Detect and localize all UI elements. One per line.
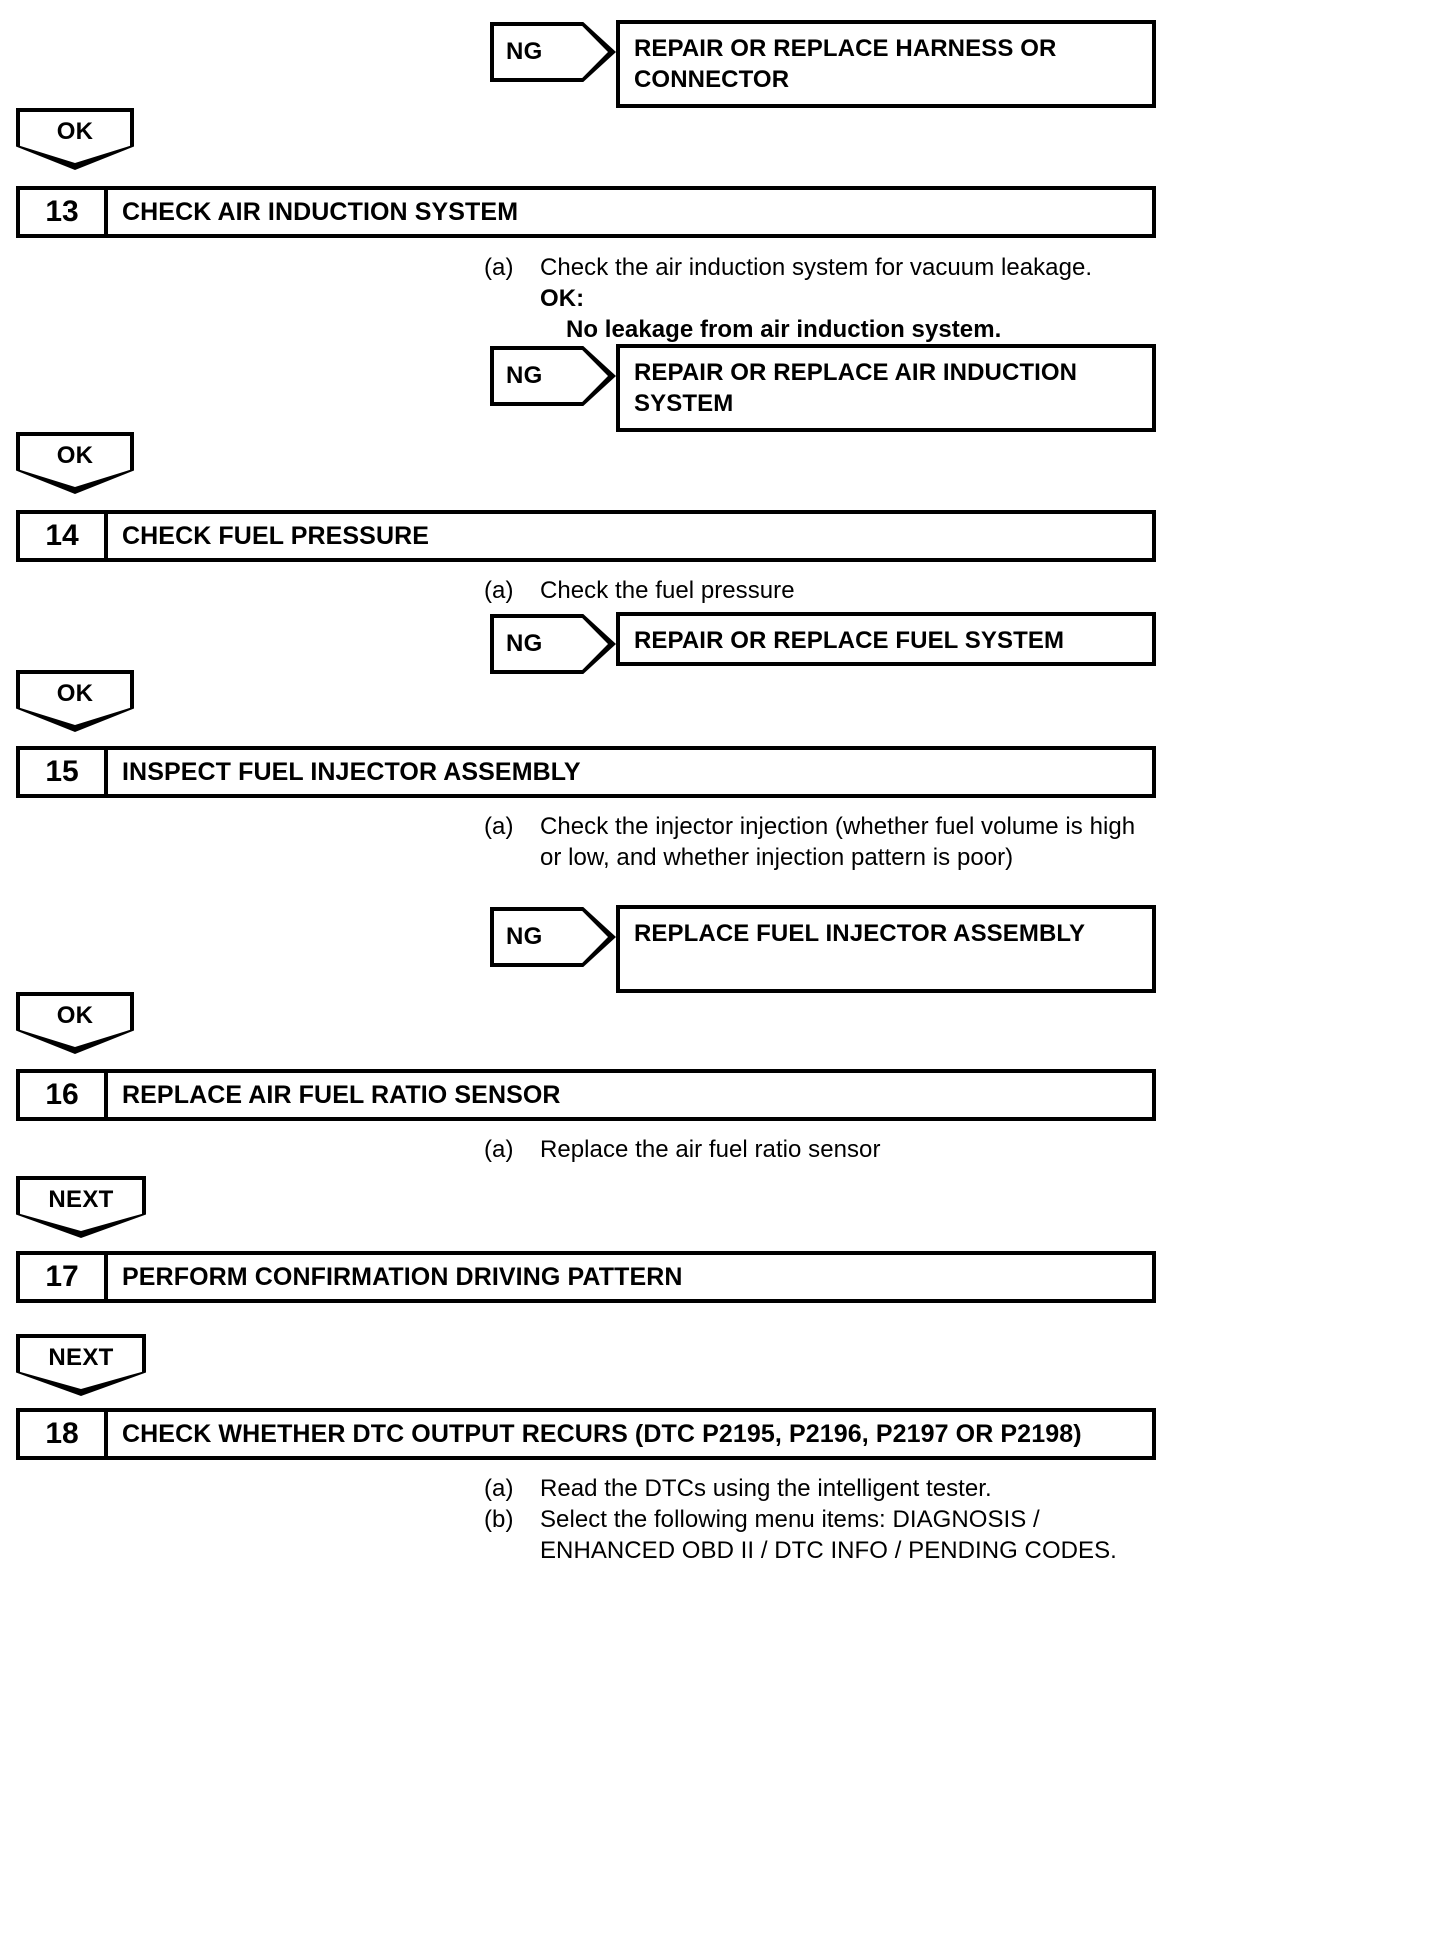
instruction-text-line-2: or low, and whether injection pattern is… xyxy=(540,844,1014,872)
step-17-title: PERFORM CONFIRMATION DRIVING PATTERN xyxy=(122,1262,683,1291)
instruction-marker-a: (a) xyxy=(484,1475,514,1502)
step-18-instructions: (a) Read the DTCs using the intelligent … xyxy=(484,1473,1184,1567)
instruction-marker-b: (b) xyxy=(484,1506,514,1534)
ok-tag-label: OK xyxy=(56,1002,94,1029)
instruction-text: Replace the air fuel ratio sensor xyxy=(540,1136,881,1163)
result-line-2: CONNECTOR xyxy=(634,65,790,93)
next-tag-label: NEXT xyxy=(48,1186,114,1213)
instruction-marker: (a) xyxy=(484,813,514,840)
instruction-row-a: (a) Check the injector injection (whethe… xyxy=(484,811,1184,842)
instruction-row-a: (a) Read the DTCs using the intelligent … xyxy=(484,1473,1184,1504)
instruction-marker: (a) xyxy=(484,254,514,281)
instruction-text-b-line-1: Select the following menu items: DIAGNOS… xyxy=(540,1506,1040,1534)
ok-tag-label: OK xyxy=(56,680,94,707)
result-box-repair-air-induction: REPAIR OR REPLACE AIR INDUCTION SYSTEM xyxy=(616,344,1156,432)
instruction-text: Check the air induction system for vacuu… xyxy=(540,254,1093,281)
ok-criteria-value: No leakage from air induction system. xyxy=(566,316,1002,344)
result-line-1: REPAIR OR REPLACE AIR INDUCTION xyxy=(634,359,1078,386)
step-16-instructions: (a) Replace the air fuel ratio sensor xyxy=(484,1134,1184,1165)
ng-tag-step15: NG xyxy=(490,907,616,967)
ng-tag-label: NG xyxy=(506,630,543,657)
ok-tag-label: OK xyxy=(56,442,94,469)
instruction-row-b: (b) Select the following menu items: DIA… xyxy=(484,1504,1184,1535)
instruction-row-a-cont: or low, and whether injection pattern is… xyxy=(484,842,1184,873)
step-15-number: 15 xyxy=(20,750,108,794)
step-13-number: 13 xyxy=(20,190,108,234)
step-14-title: CHECK FUEL PRESSURE xyxy=(122,521,430,550)
ok-tag-to-step16: OK xyxy=(16,992,134,1054)
step-15-instructions: (a) Check the injector injection (whethe… xyxy=(484,811,1184,873)
result-line-2: SYSTEM xyxy=(634,389,734,417)
result-box-repair-harness: REPAIR OR REPLACE HARNESS OR CONNECTOR xyxy=(616,20,1156,108)
ok-tag-to-step13: OK xyxy=(16,108,134,170)
ok-tag-to-step15: OK xyxy=(16,670,134,732)
ng-tag-step14: NG xyxy=(490,614,616,674)
instruction-marker: (a) xyxy=(484,1136,514,1163)
step-bar-18: 18 CHECK WHETHER DTC OUTPUT RECURS (DTC … xyxy=(16,1408,1156,1460)
step-18-title: CHECK WHETHER DTC OUTPUT RECURS (DTC P21… xyxy=(122,1419,1082,1448)
step-bar-15: 15 INSPECT FUEL INJECTOR ASSEMBLY xyxy=(16,746,1156,798)
result-box-repair-fuel-system: REPAIR OR REPLACE FUEL SYSTEM xyxy=(616,612,1156,666)
instruction-text: Check the fuel pressure xyxy=(540,577,795,604)
ok-criteria-label: OK: xyxy=(540,285,585,313)
next-tag-to-step18: NEXT xyxy=(16,1334,146,1396)
step-18-number: 18 xyxy=(20,1412,108,1456)
step-bar-13: 13 CHECK AIR INDUCTION SYSTEM xyxy=(16,186,1156,238)
step-14-number: 14 xyxy=(20,514,108,558)
step-bar-14: 14 CHECK FUEL PRESSURE xyxy=(16,510,1156,562)
step-17-number: 17 xyxy=(20,1255,108,1299)
result-line-1: REPAIR OR REPLACE FUEL SYSTEM xyxy=(634,627,1065,654)
ng-tag-step12: NG xyxy=(490,22,616,82)
ok-tag-to-step14: OK xyxy=(16,432,134,494)
instruction-text-b-line-2: ENHANCED OBD II / DTC INFO / PENDING COD… xyxy=(540,1537,1117,1565)
instruction-row-a: (a) Check the fuel pressure xyxy=(484,575,1184,606)
step-15-title: INSPECT FUEL INJECTOR ASSEMBLY xyxy=(122,757,581,786)
step-16-number: 16 xyxy=(20,1073,108,1117)
step-bar-17: 17 PERFORM CONFIRMATION DRIVING PATTERN xyxy=(16,1251,1156,1303)
step-16-title: REPLACE AIR FUEL RATIO SENSOR xyxy=(122,1080,561,1109)
step-bar-16: 16 REPLACE AIR FUEL RATIO SENSOR xyxy=(16,1069,1156,1121)
next-tag-label: NEXT xyxy=(48,1344,114,1371)
instruction-row-b-cont: ENHANCED OBD II / DTC INFO / PENDING COD… xyxy=(484,1535,1184,1566)
instruction-row-ok-value: No leakage from air induction system. xyxy=(484,314,1184,345)
ng-tag-label: NG xyxy=(506,923,543,950)
instruction-text-a: Read the DTCs using the intelligent test… xyxy=(540,1475,992,1502)
ok-tag-label: OK xyxy=(56,118,94,145)
result-line-1: REPAIR OR REPLACE HARNESS OR xyxy=(634,35,1057,62)
step-13-instructions: (a) Check the air induction system for v… xyxy=(484,252,1184,346)
step-13-title: CHECK AIR INDUCTION SYSTEM xyxy=(122,197,519,226)
next-tag-to-step17: NEXT xyxy=(16,1176,146,1238)
instruction-text-line-1: Check the injector injection (whether fu… xyxy=(540,813,1136,840)
instruction-row-a: (a) Replace the air fuel ratio sensor xyxy=(484,1134,1184,1165)
ng-tag-label: NG xyxy=(506,38,543,65)
instruction-marker: (a) xyxy=(484,577,514,604)
instruction-row-ok-label: OK: xyxy=(484,283,1184,314)
result-line-1: REPLACE FUEL INJECTOR ASSEMBLY xyxy=(634,920,1086,947)
ng-tag-label: NG xyxy=(506,362,543,389)
instruction-row-a: (a) Check the air induction system for v… xyxy=(484,252,1184,283)
ng-tag-step13: NG xyxy=(490,346,616,406)
result-box-replace-fuel-injector: REPLACE FUEL INJECTOR ASSEMBLY xyxy=(616,905,1156,993)
step-14-instructions: (a) Check the fuel pressure xyxy=(484,575,1184,606)
